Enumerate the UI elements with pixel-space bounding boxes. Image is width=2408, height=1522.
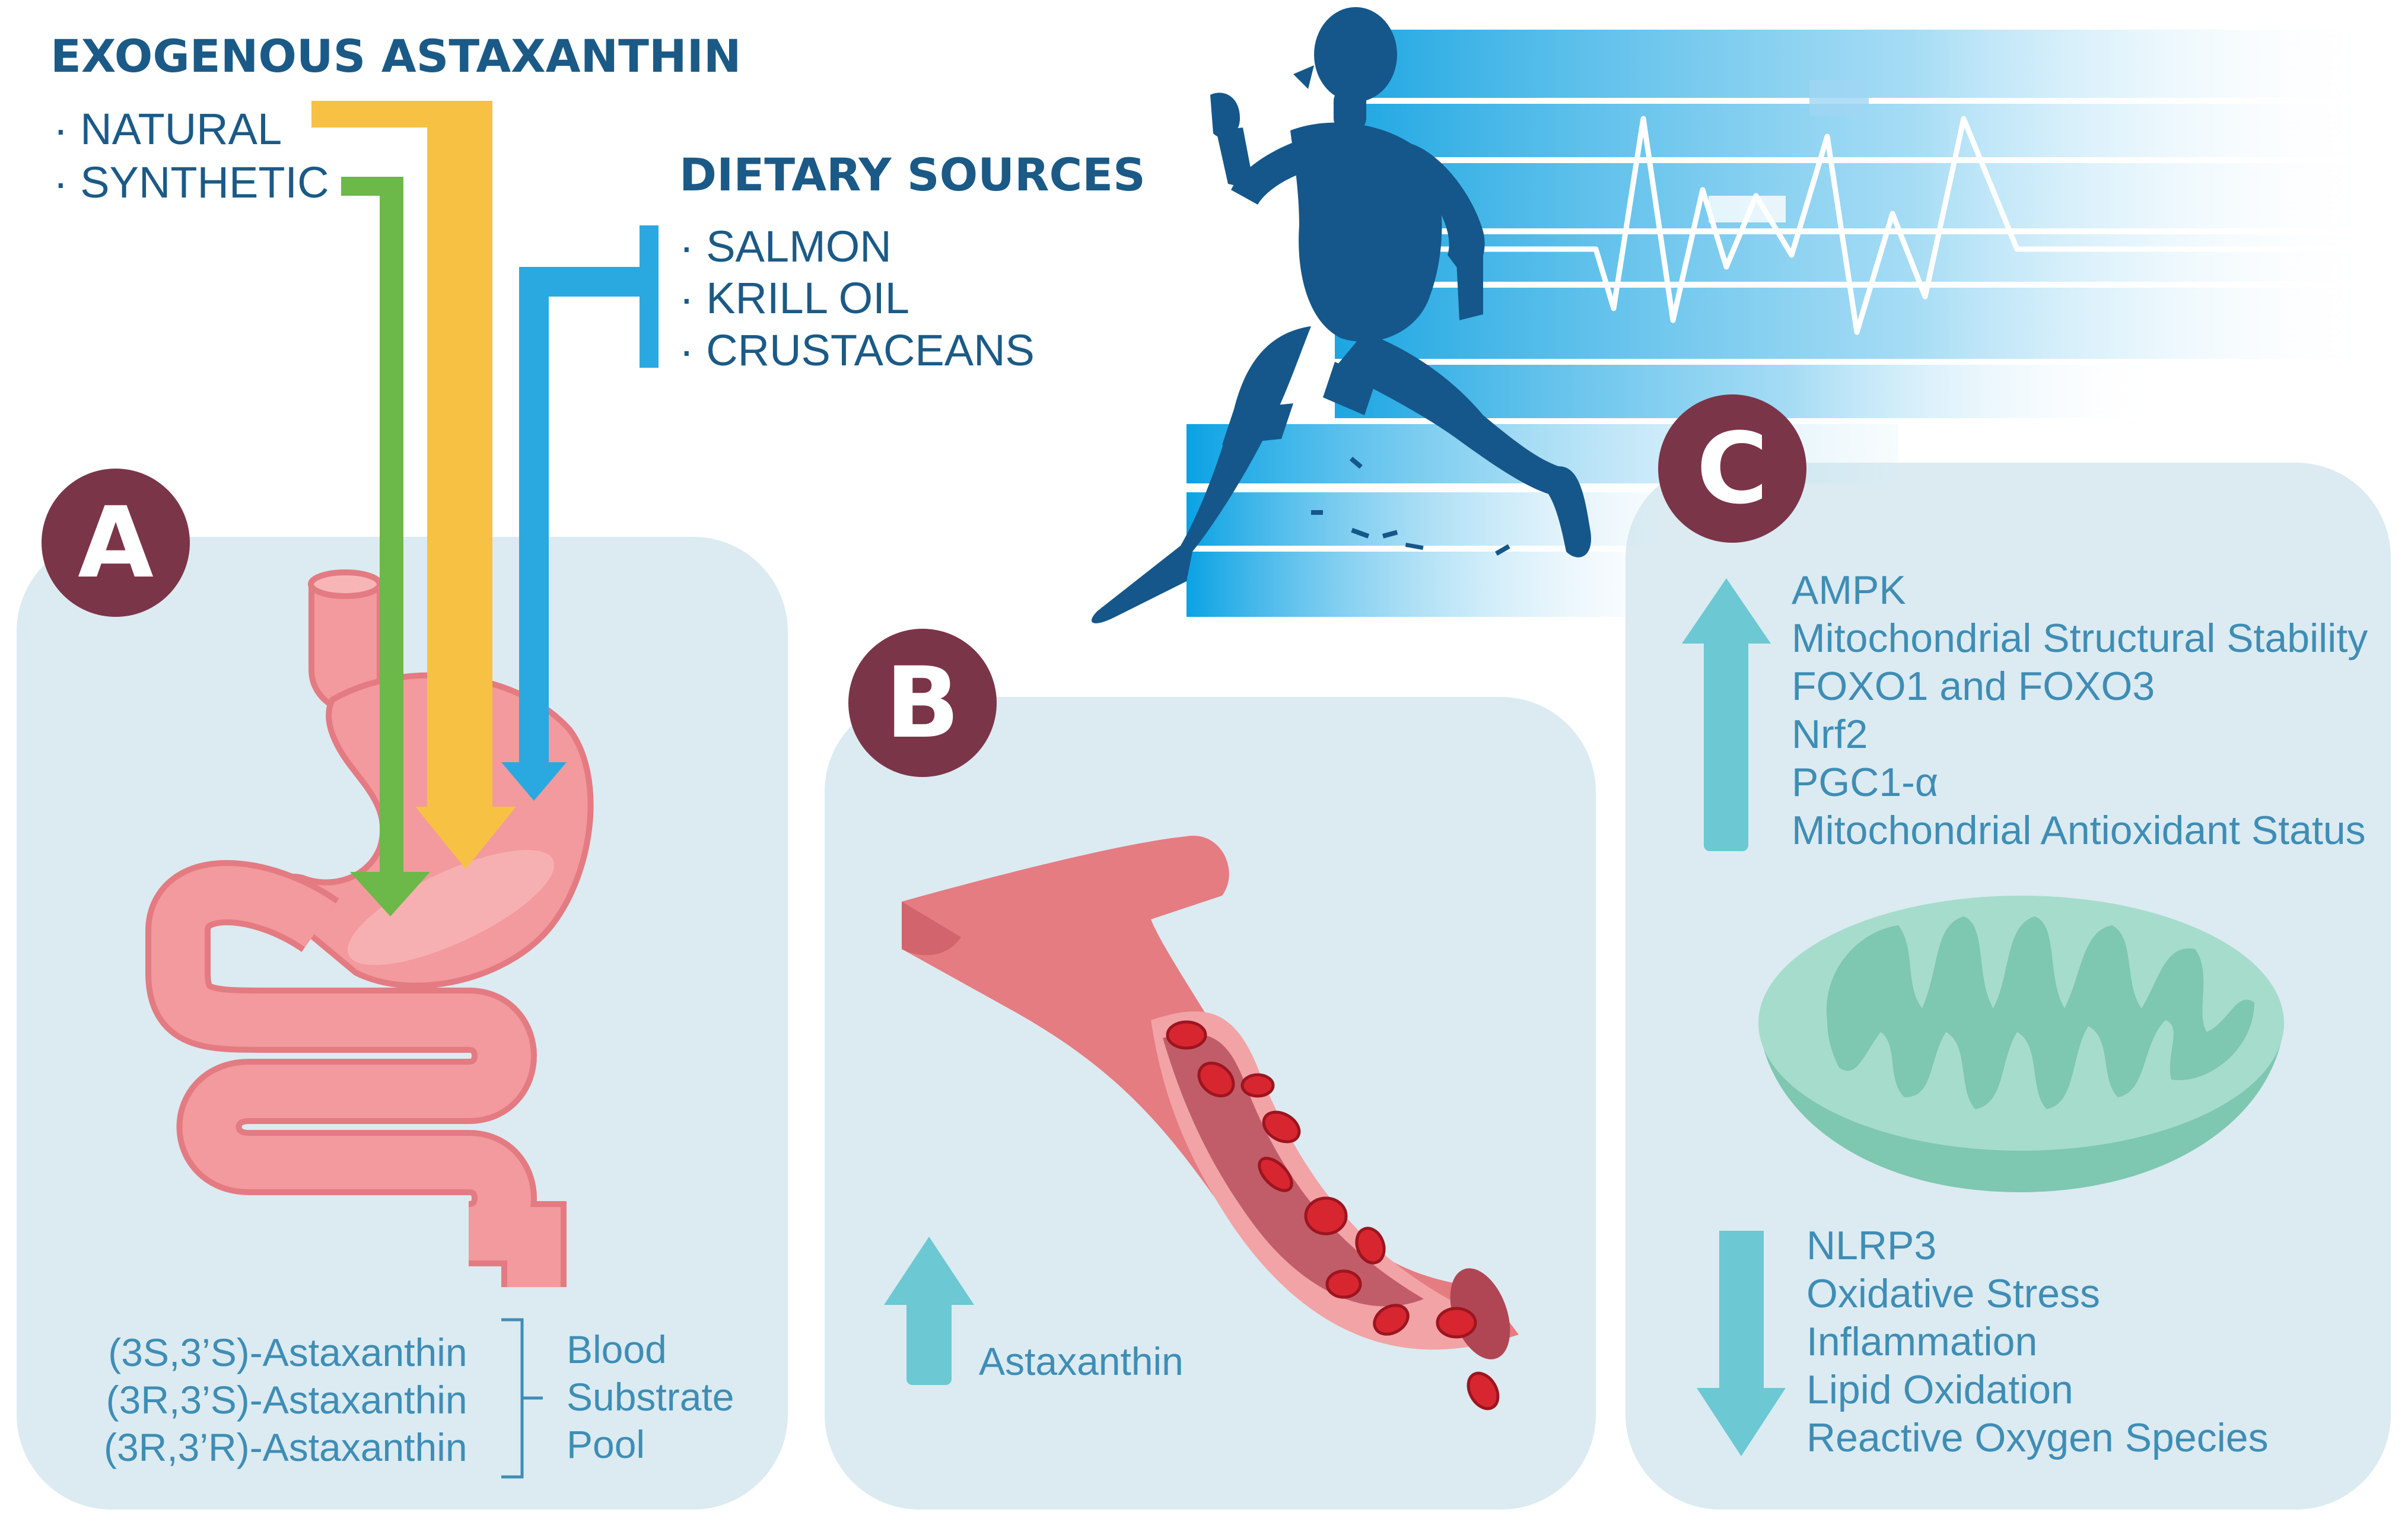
up-item-pgc1a: PGC1-α: [1792, 760, 1939, 805]
down-item-oxidative-stress: Oxidative Stress: [1806, 1271, 2101, 1316]
dietary-arrow: [501, 225, 659, 801]
bracket: [501, 1318, 543, 1479]
pool-line-2: Substrate: [567, 1375, 734, 1419]
source-crustaceans: · CRUSTACEANS: [679, 326, 1035, 375]
down-item-inflammation: Inflammation: [1806, 1319, 2038, 1364]
up-arrow-b-icon: [884, 1237, 974, 1385]
down-item-ros: Reactive Oxygen Species: [1806, 1415, 2269, 1460]
badge-b: B: [848, 629, 997, 777]
upregulated-list: AMPK Mitochondrial Structural Stability …: [1792, 566, 2368, 855]
pool-line-3: Pool: [567, 1422, 645, 1466]
heartbeat-icon: [1364, 116, 2394, 335]
natural-arrow: [311, 101, 516, 869]
pool-line-1: Blood: [567, 1327, 667, 1371]
badge-c: C: [1658, 394, 1806, 543]
down-item-nlrp3: NLRP3: [1806, 1223, 1937, 1268]
up-item-nrf2: Nrf2: [1792, 712, 1868, 757]
astaxanthin-label: Astaxanthin: [979, 1339, 1184, 1383]
red-blood-cells: [1166, 1020, 1500, 1410]
exogenous-title: EXOGENOUS ASTAXANTHIN: [50, 30, 742, 82]
up-item-mito-stability: Mitochondrial Structural Stability: [1792, 616, 2368, 661]
dietary-title: DIETARY SOURCES: [679, 148, 1146, 201]
isomer-3r3s: (3R,3’S)-Astaxanthin: [106, 1378, 467, 1422]
runner-icon: [1092, 7, 1591, 623]
source-synthetic: · SYNTHETIC: [53, 158, 329, 207]
running-dust: [1311, 457, 1510, 556]
up-item-foxo: FOXO1 and FOXO3: [1792, 664, 2155, 709]
down-arrow-icon: [1697, 1231, 1786, 1456]
source-salmon: · SALMON: [679, 222, 892, 271]
source-natural: · NATURAL: [53, 104, 282, 154]
up-arrow-icon: [1682, 578, 1771, 851]
downregulated-list: NLRP3 Oxidative Stress Inflammation Lipi…: [1806, 1222, 2269, 1462]
isomer-3s3s: (3S,3’S)-Astaxanthin: [108, 1330, 467, 1374]
blood-substrate-pool: Blood Substrate Pool: [567, 1326, 734, 1468]
badge-a: A: [42, 469, 190, 617]
synthetic-arrow: [341, 177, 430, 916]
down-item-lipid-oxidation: Lipid Oxidation: [1806, 1367, 2073, 1412]
up-item-ampk: AMPK: [1792, 568, 1906, 613]
isomer-list: (3S,3’S)-Astaxanthin (3R,3’S)-Astaxanthi…: [104, 1329, 467, 1471]
source-krill-oil: · KRILL OIL: [679, 273, 909, 323]
up-item-antioxidant: Mitochondrial Antioxidant Status: [1792, 808, 2366, 853]
isomer-3r3r: (3R,3’R)-Astaxanthin: [104, 1425, 467, 1469]
speed-lines: [1186, 30, 2385, 617]
